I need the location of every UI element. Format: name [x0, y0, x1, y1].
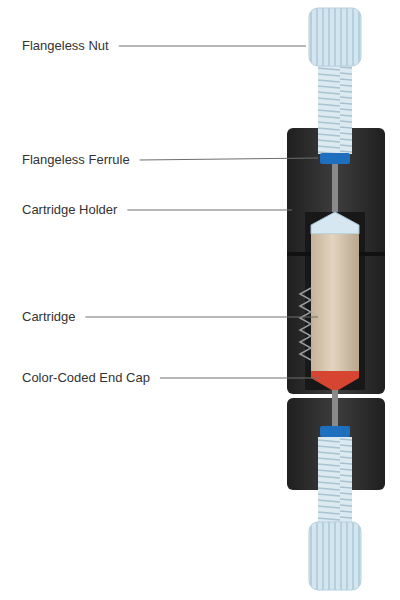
part-label: Cartridge — [22, 309, 75, 325]
holder-threads — [300, 288, 311, 360]
leader-line — [127, 210, 292, 211]
nut-thread — [318, 437, 352, 527]
leader-line — [160, 378, 320, 379]
nut-thread — [318, 60, 352, 154]
flow-channel — [332, 390, 338, 426]
part-label: Flangeless Ferrule — [22, 152, 130, 168]
part-label: Flangeless Nut — [22, 38, 109, 54]
cartridge-cavity — [305, 212, 365, 390]
holder-body — [287, 128, 385, 394]
part-label: Color-Coded End Cap — [22, 370, 150, 386]
nut-head — [309, 8, 361, 66]
nut-head — [309, 522, 361, 590]
nut-thread-inside — [318, 128, 352, 154]
end-cap — [311, 371, 359, 392]
ferrule — [320, 153, 350, 164]
leader-line — [119, 46, 306, 47]
leader-line — [85, 317, 318, 318]
cartridge-body — [311, 234, 359, 372]
cartridge-top-cap — [311, 212, 359, 234]
ferrule — [320, 426, 350, 437]
part-label: Cartridge Holder — [22, 202, 117, 218]
leader-line — [140, 158, 318, 160]
flow-channel — [332, 164, 338, 214]
